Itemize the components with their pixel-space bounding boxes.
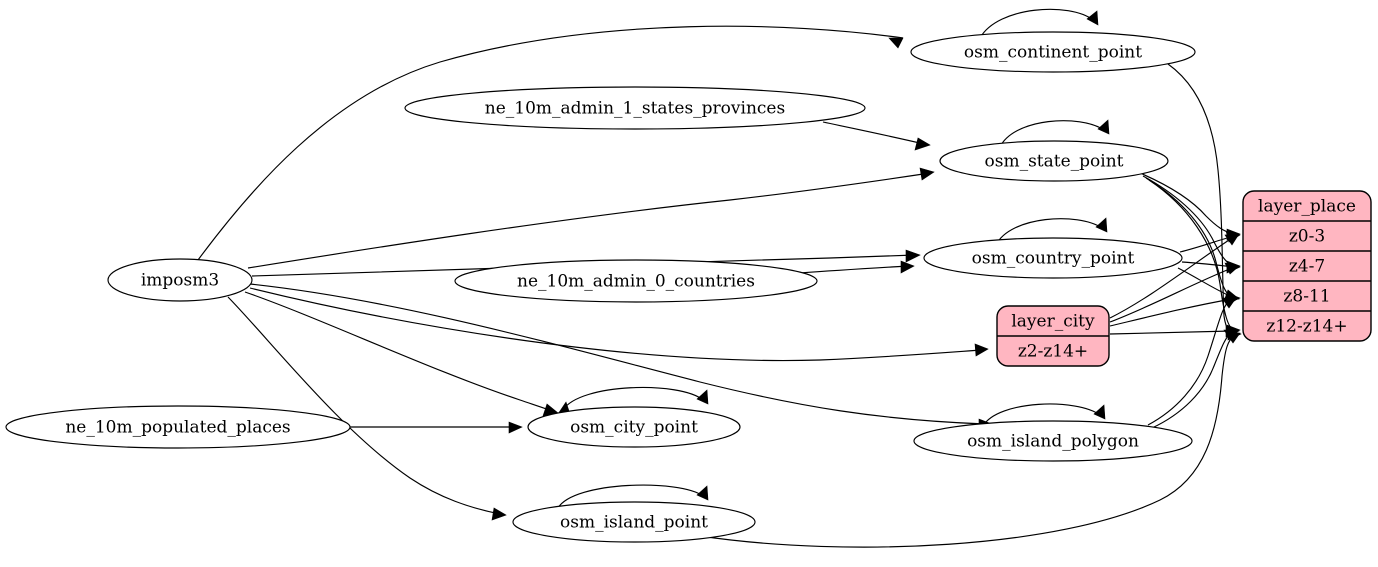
node-imposm3-label: imposm3 bbox=[141, 271, 219, 291]
layer-place-z12-z14[interactable]: z12-z14+ bbox=[1266, 317, 1347, 337]
edge-imposm3-state bbox=[247, 167, 935, 269]
records-layer: layer_city z2-z14+ layer_place z0-3 z4-7… bbox=[996, 190, 1372, 367]
node-ne-10m-admin-0-countries[interactable]: ne_10m_admin_0_countries bbox=[454, 259, 818, 303]
edge-city-self bbox=[557, 386, 709, 415]
nodes-layer: imposm3 ne_10m_admin_1_states_provinces … bbox=[5, 31, 1196, 543]
edge-island-polygon-layer-place bbox=[1147, 297, 1239, 429]
node-osm-island-polygon[interactable]: osm_island_polygon bbox=[913, 420, 1193, 462]
layer-city-z2-z14[interactable]: z2-z14+ bbox=[1018, 342, 1088, 362]
edge-imposm3-continent bbox=[197, 25, 904, 261]
edge-imposm3-island-point bbox=[227, 296, 507, 521]
record-layer-place[interactable]: layer_place z0-3 z4-7 z8-11 z12-z14+ bbox=[1242, 190, 1372, 342]
node-osm-island-polygon-label: osm_island_polygon bbox=[967, 432, 1139, 452]
edges-layer bbox=[197, 8, 1242, 548]
node-ne-countries-label: ne_10m_admin_0_countries bbox=[517, 272, 755, 292]
edge-ne-populated-city bbox=[350, 421, 523, 434]
node-ne-states-label: ne_10m_admin_1_states_provinces bbox=[485, 99, 785, 119]
edge-country-self bbox=[995, 217, 1108, 246]
node-osm-island-point-label: osm_island_point bbox=[560, 513, 708, 533]
layer-place-z4-7[interactable]: z4-7 bbox=[1289, 257, 1325, 277]
edge-ne-countries-country bbox=[799, 260, 915, 274]
edge-continent-self bbox=[979, 8, 1099, 39]
layer-place-z8-11[interactable]: z8-11 bbox=[1283, 287, 1330, 307]
node-osm-country-point[interactable]: osm_country_point bbox=[923, 237, 1183, 279]
edge-island-point-self bbox=[557, 484, 709, 509]
node-osm-island-point[interactable]: osm_island_point bbox=[512, 501, 756, 543]
node-ne-10m-admin-1-states-provinces[interactable]: ne_10m_admin_1_states_provinces bbox=[404, 86, 866, 130]
node-osm-state-point[interactable]: osm_state_point bbox=[939, 140, 1169, 182]
node-ne-10m-populated-places[interactable]: ne_10m_populated_places bbox=[5, 405, 351, 449]
edge-island-polygon-self bbox=[982, 403, 1106, 427]
node-osm-state-point-label: osm_state_point bbox=[985, 152, 1124, 172]
edge-imposm3-layer-city bbox=[249, 287, 989, 362]
node-osm-continent-point-label: osm_continent_point bbox=[964, 43, 1142, 63]
node-osm-continent-point[interactable]: osm_continent_point bbox=[910, 31, 1196, 73]
layer-city-title: layer_city bbox=[1011, 312, 1095, 332]
node-osm-city-point-label: osm_city_point bbox=[570, 418, 698, 438]
record-layer-city[interactable]: layer_city z2-z14+ bbox=[996, 305, 1110, 367]
layer-place-z0-3[interactable]: z0-3 bbox=[1289, 227, 1325, 247]
node-ne-populated-label: ne_10m_populated_places bbox=[65, 418, 290, 438]
node-osm-country-point-label: osm_country_point bbox=[972, 249, 1135, 269]
edge-island-point-layer-place bbox=[699, 332, 1241, 548]
node-imposm3[interactable]: imposm3 bbox=[107, 258, 253, 302]
layer-place-title: layer_place bbox=[1258, 197, 1356, 217]
edge-state-self bbox=[999, 119, 1110, 148]
node-osm-city-point[interactable]: osm_city_point bbox=[527, 406, 741, 448]
edge-imposm3-city bbox=[244, 291, 559, 417]
edge-ne-states-state bbox=[822, 121, 931, 151]
